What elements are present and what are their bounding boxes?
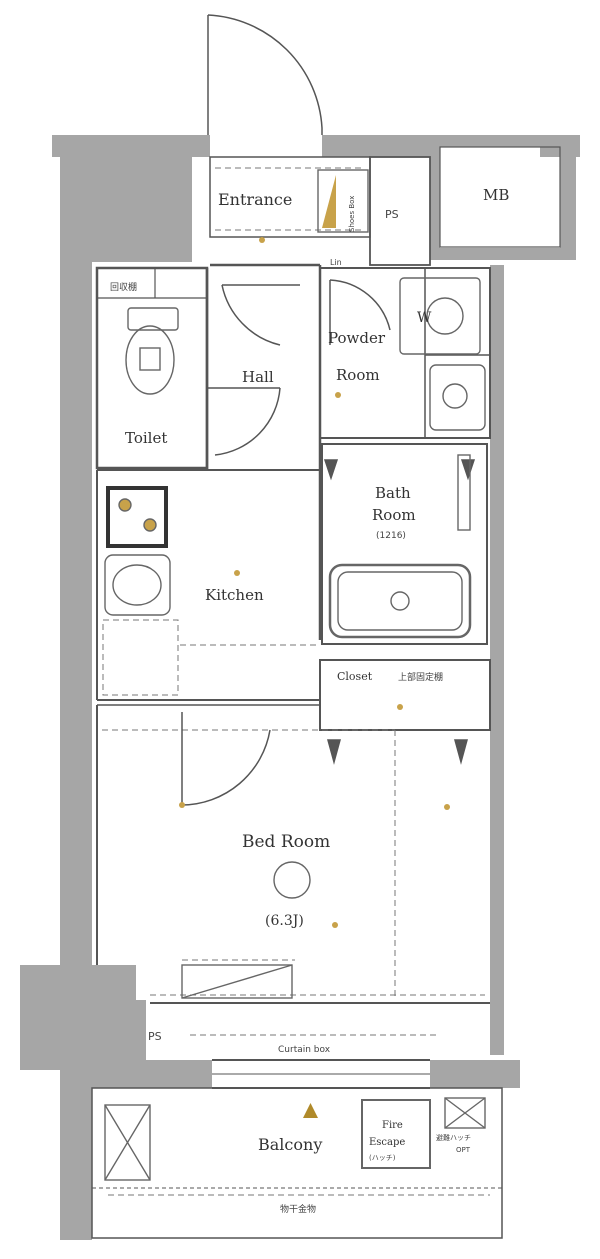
- closet-label: Closet: [337, 670, 373, 683]
- balcony-label: Balcony: [258, 1135, 322, 1154]
- walls: [20, 135, 580, 1240]
- ps-bottom-label: PS: [148, 1030, 162, 1043]
- bath-label-1: Bath: [375, 484, 411, 502]
- linen-label: Lin: [330, 258, 342, 267]
- bath-label-2: Room: [372, 506, 416, 524]
- washer-label: W: [417, 310, 432, 326]
- entrance-door: [207, 14, 323, 135]
- toilet-label: Toilet: [125, 429, 167, 447]
- kitchen-label: Kitchen: [205, 586, 264, 604]
- powder-label-1: Powder: [328, 329, 386, 347]
- electrical-markers: [179, 237, 450, 1118]
- closet-small-label: 回収棚: [110, 281, 137, 293]
- balcony-note-1: 避難ハッチ: [436, 1133, 471, 1142]
- curtain-box-label: Curtain box: [278, 1045, 331, 1055]
- fixtures: [104, 169, 486, 1181]
- powder-label-2: Room: [336, 366, 380, 384]
- bedroom-size-label: (6.3J): [265, 913, 304, 929]
- bath-size-label: (1216): [376, 531, 406, 541]
- hall-label: Hall: [242, 368, 274, 386]
- fire-escape-label-2: Escape: [369, 1137, 405, 1148]
- mb-label: MB: [483, 186, 509, 204]
- ps-top-label: PS: [385, 208, 399, 221]
- bedroom-label: Bed Room: [242, 832, 330, 852]
- fire-escape-label-1: Fire: [382, 1120, 403, 1131]
- balcony-note-2: OPT: [456, 1146, 471, 1154]
- balcony-bottom-label: 物干金物: [280, 1203, 316, 1215]
- room-labels: Entrance Shoes Box PS MB 回収棚 Lin Hall Po…: [110, 186, 509, 1215]
- interior-doors: [181, 279, 476, 1089]
- entrance-label: Entrance: [218, 190, 292, 209]
- closet-note-label: 上部固定棚: [398, 671, 443, 683]
- shoes-box-label: Shoes Box: [348, 196, 356, 232]
- partitions: [91, 146, 561, 1239]
- fire-escape-label-3: (ハッチ): [369, 1154, 396, 1162]
- dashed-lines: [102, 167, 490, 1196]
